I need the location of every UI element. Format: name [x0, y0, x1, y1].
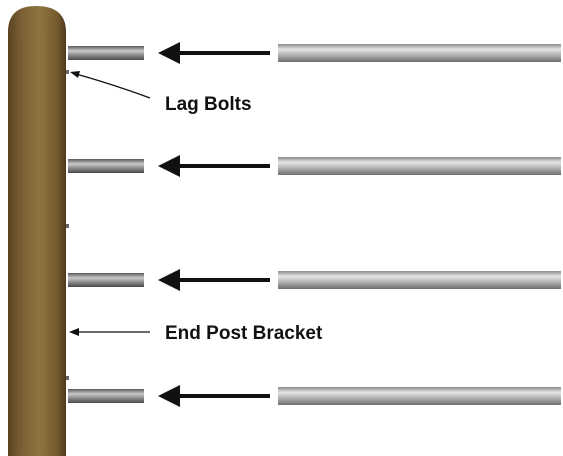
lag-bolts-leader-arrowhead [70, 71, 80, 78]
rail-stub [68, 273, 144, 287]
rail-tube [278, 157, 561, 175]
rail-row [68, 155, 561, 177]
insert-arrow-head [158, 42, 180, 64]
rail-tube [278, 271, 561, 289]
rail-row [68, 385, 561, 407]
lag-bolts-leader-line [75, 73, 151, 99]
insert-arrow-head [158, 385, 180, 407]
rail-row [68, 42, 561, 64]
rail-stub [68, 159, 144, 173]
end-post-bracket-label: End Post Bracket [165, 323, 323, 344]
rail-stub [68, 46, 144, 60]
rail-row [68, 269, 561, 291]
lag-bolts-label: Lag Bolts [165, 94, 252, 115]
end-post [8, 6, 66, 456]
rail-tube [278, 44, 561, 62]
rail-tube [278, 387, 561, 405]
insert-arrow-head [158, 269, 180, 291]
insert-arrow-head [158, 155, 180, 177]
bracket-slot [66, 376, 69, 380]
rail-stub [68, 389, 144, 403]
end-post-bracket-leader-arrowhead [69, 328, 79, 336]
bracket-slot [66, 224, 69, 228]
bracket-slot [66, 70, 69, 74]
